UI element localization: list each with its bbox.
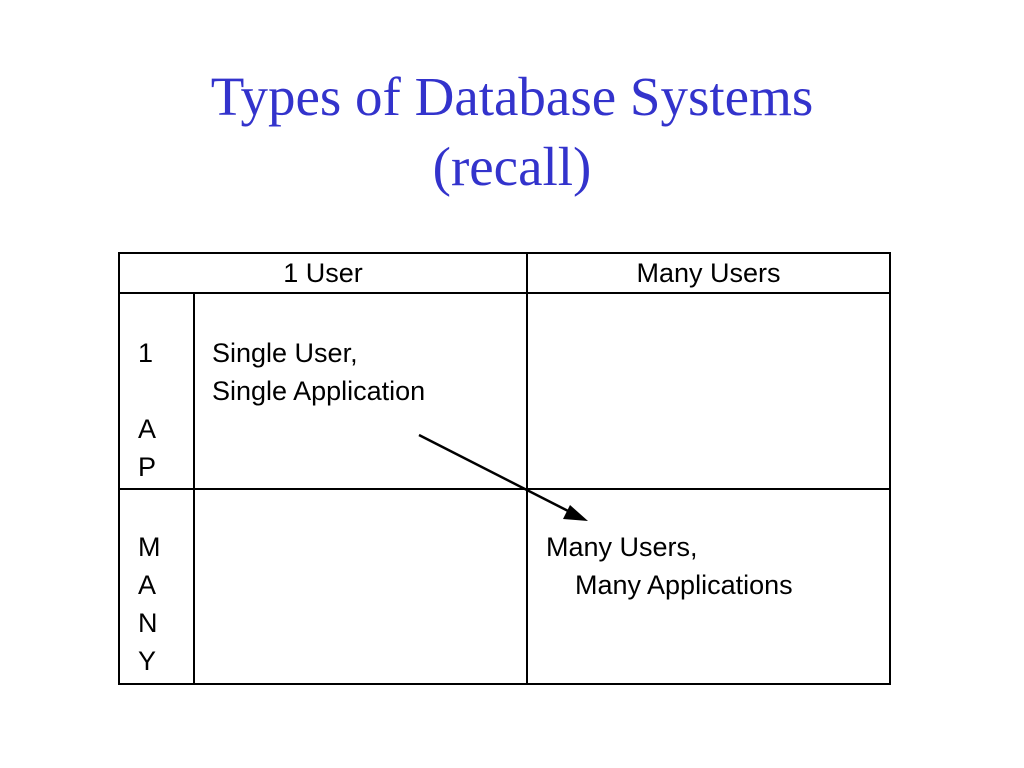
row-label-char xyxy=(138,372,156,410)
table-border-right xyxy=(889,252,891,685)
row-label-char: Y xyxy=(138,646,157,676)
table-divider-row xyxy=(118,488,891,490)
row-label-char: 1 xyxy=(138,338,154,368)
slide-title: Types of Database Systems (recall) xyxy=(0,62,1024,202)
row-label-char: P xyxy=(138,452,157,482)
header-many-users: Many Users xyxy=(636,258,781,288)
cell-single-user-single-app: Single User, Single Application xyxy=(212,334,425,410)
slide-title-line-2: (recall) xyxy=(432,136,592,197)
row-label-char: A xyxy=(138,570,157,600)
table-border-bottom xyxy=(118,683,891,685)
row-label-char: M xyxy=(138,532,161,562)
table-divider-label-column xyxy=(193,292,195,685)
table-border-top xyxy=(118,252,891,254)
cell-line-2: Single Application xyxy=(212,376,426,406)
row-label-char: N xyxy=(138,608,158,638)
row-label-char: A xyxy=(138,414,157,444)
cell-line-1: Single User, xyxy=(212,338,358,368)
cell-many-users-many-apps: Many Users, Many Applications xyxy=(546,528,793,604)
table-divider-main-column xyxy=(526,252,528,685)
cell-line-1: Many Users, xyxy=(546,532,698,562)
table-divider-header xyxy=(118,292,891,294)
row-label-many: M A N Y xyxy=(138,528,161,680)
slide-title-line-1: Types of Database Systems xyxy=(210,66,814,127)
cell-line-2: Many Applications xyxy=(575,570,793,600)
header-1-user: 1 User xyxy=(283,258,363,288)
row-label-1-ap: 1 A P xyxy=(138,334,156,486)
table-border-left xyxy=(118,252,120,685)
